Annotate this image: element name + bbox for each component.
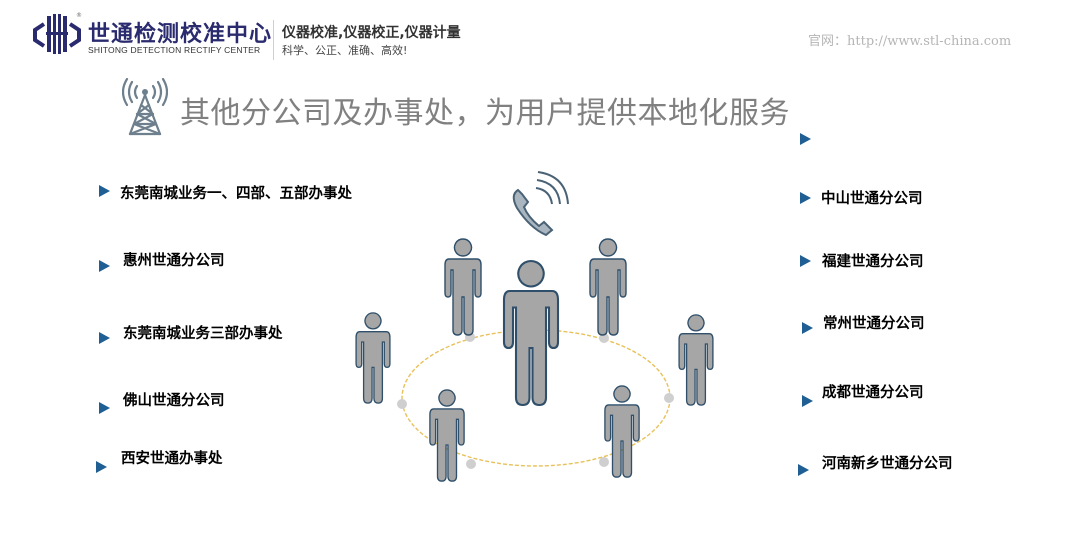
office-label: 西安世通办事处 — [121, 451, 223, 467]
title-bullet — [800, 133, 811, 145]
bullet-icon — [99, 401, 110, 414]
office-item: 惠州世通分公司 — [99, 249, 225, 272]
bullet-icon — [99, 331, 110, 344]
website-link[interactable]: 官网：http://www.stl-china.com — [808, 34, 1012, 49]
person-icons — [355, 238, 714, 482]
office-item: 中山世通分公司 — [800, 187, 923, 208]
office-item: 常州世通分公司 — [802, 312, 925, 334]
office-item: 西安世通办事处 — [96, 447, 223, 473]
phone-ringing-icon — [512, 171, 569, 237]
slogan-line2: 科学、公正、准确、高效! — [282, 44, 408, 57]
office-label: 河南新乡世通分公司 — [822, 456, 953, 472]
office-label: 中山世通分公司 — [821, 191, 923, 207]
slogan-line1: 仪器校准,仪器校正,仪器计量 — [282, 25, 461, 41]
bullet-icon — [800, 254, 811, 267]
logo-mark: ® — [32, 10, 82, 58]
office-label: 东莞南城业务三部办事处 — [123, 326, 283, 342]
logo-title: 世通检测校准中心 — [88, 22, 273, 47]
office-label: 常州世通分公司 — [823, 316, 925, 332]
office-item: 佛山世通分公司 — [99, 389, 225, 414]
office-label: 惠州世通分公司 — [123, 253, 225, 269]
office-item: 福建世通分公司 — [800, 250, 924, 271]
office-item: 成都世通分公司 — [802, 381, 924, 407]
bullet-icon — [99, 184, 110, 197]
bullet-icon — [798, 463, 809, 476]
logo-icon: ® — [33, 12, 82, 54]
ring-nodes — [397, 332, 674, 469]
bullet-icon — [800, 191, 811, 204]
bullet-icon — [802, 321, 813, 334]
svg-text:®: ® — [76, 12, 82, 19]
bullet-icon — [99, 259, 110, 272]
bullet-icon — [802, 394, 813, 407]
office-label: 成都世通分公司 — [822, 385, 924, 401]
network-illustration — [340, 170, 720, 490]
office-label: 福建世通分公司 — [822, 254, 924, 270]
office-label: 佛山世通分公司 — [123, 393, 225, 409]
office-item: 东莞南城业务三部办事处 — [99, 322, 283, 344]
office-label: 东莞南城业务一、四部、五部办事处 — [120, 186, 352, 202]
logo-subtitle: SHITONG DETECTION RECTIFY CENTER — [88, 45, 261, 55]
bullet-icon — [96, 460, 107, 473]
office-item: 河南新乡世通分公司 — [798, 452, 953, 476]
office-item: 东莞南城业务一、四部、五部办事处 — [99, 180, 352, 202]
page-title: 其他分公司及办事处，为用户提供本地化服务 — [180, 96, 790, 131]
radio-tower-icon — [121, 77, 169, 136]
logo-divider — [273, 20, 274, 60]
